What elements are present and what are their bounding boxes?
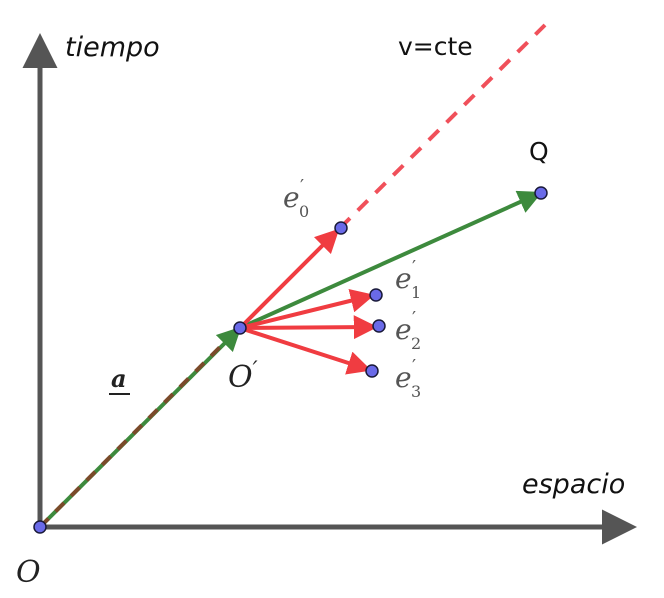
point-origin-prime[interactable] [233,321,247,335]
svg-text:e: e [283,181,300,214]
label-e3: e ′ 3 [395,356,421,401]
point-q-label: Q [529,137,549,166]
point-e3-tip[interactable] [365,364,379,378]
vector-a-label: a [111,364,127,393]
svg-text:′: ′ [300,176,304,197]
svg-text:′: ′ [412,356,416,377]
origin-prime-mark: ′ [253,358,258,383]
basis-vector-e3 [239,326,372,375]
svg-text:e: e [395,361,412,394]
basis-vector-e0 [238,228,340,330]
svg-text:3: 3 [411,382,421,401]
origin-label: O [16,555,41,590]
svg-text:′: ′ [412,257,416,278]
point-e2-tip[interactable] [372,319,386,333]
svg-text:′: ′ [412,308,416,329]
time-axis-label: tiempo [65,32,160,63]
origin-prime-letter: O [228,360,253,395]
basis-vector-e2 [239,315,378,340]
point-origin[interactable] [33,520,47,534]
vector-oq-line [239,190,543,330]
origin-prime-label: O′ [228,358,258,395]
point-q[interactable] [534,186,548,200]
point-e1-tip[interactable] [369,288,383,302]
space-axis-label: espacio [522,469,625,500]
svg-text:0: 0 [299,202,309,221]
velocity-label: v=cte [398,32,473,61]
svg-text:e: e [395,262,412,295]
point-e0-tip[interactable] [334,221,348,235]
svg-text:1: 1 [411,283,421,302]
label-e2: e ′ 2 [395,308,421,353]
label-e0: e ′ 0 [283,176,309,221]
label-e1: e ′ 1 [395,257,421,302]
svg-text:2: 2 [411,334,421,353]
svg-text:e: e [395,313,412,346]
basis-vector-e1 [239,288,375,330]
